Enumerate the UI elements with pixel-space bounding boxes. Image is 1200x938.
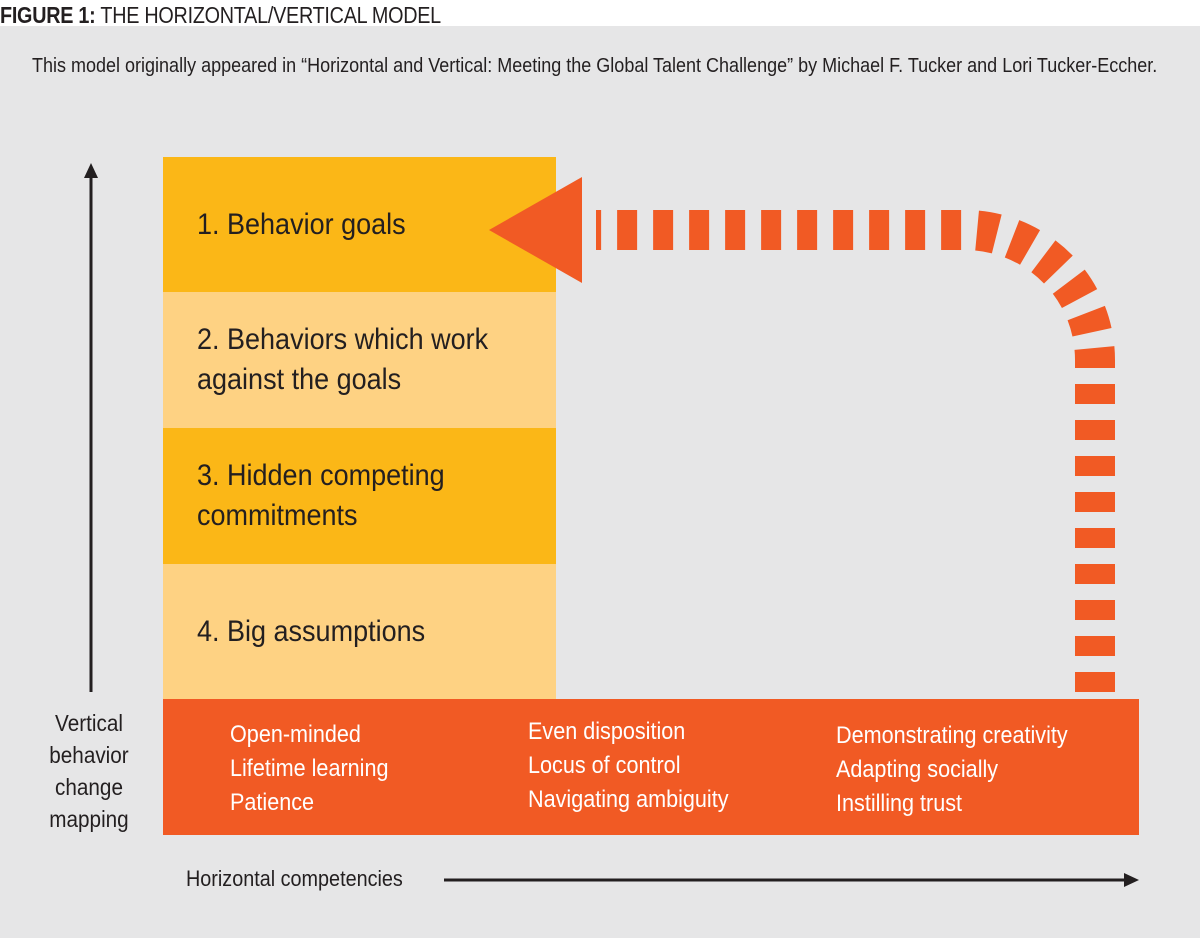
competencies-bar xyxy=(163,699,1139,835)
figure-title-text: THE HORIZONTAL/VERTICAL MODEL xyxy=(100,2,441,28)
figure-label: FIGURE 1: xyxy=(0,2,96,28)
feedback-loop-arrow xyxy=(489,177,1115,692)
competency-column-1: Open-minded Lifetime learning Patience xyxy=(230,718,388,820)
level-big-assumptions: 4. Big assumptions xyxy=(163,564,556,700)
competency-column-3: Demonstrating creativity Adapting social… xyxy=(836,719,1068,821)
horizontal-axis-arrow xyxy=(444,873,1139,887)
vertical-axis-arrow xyxy=(84,163,98,692)
competency-item: Adapting socially xyxy=(836,756,999,783)
competency-item: Navigating ambiguity xyxy=(528,786,729,813)
level-3-text: 3. Hidden competing commitments xyxy=(197,459,445,532)
level-4-text: 4. Big assumptions xyxy=(197,615,426,648)
vertical-label-line: change xyxy=(55,774,123,800)
vertical-label-line: behavior xyxy=(49,742,129,768)
competency-item: Patience xyxy=(230,789,315,816)
competency-item: Even disposition xyxy=(528,718,686,745)
level-2-text: 2. Behaviors which work against the goal… xyxy=(197,323,489,396)
level-hidden-commitments: 3. Hidden competing commitments xyxy=(163,428,556,564)
vertical-label-line: mapping xyxy=(49,806,129,832)
level-1-text: 1. Behavior goals xyxy=(197,208,406,241)
competency-item: Demonstrating creativity xyxy=(836,722,1068,749)
level-behavior-goals: 1. Behavior goals xyxy=(163,157,556,293)
competency-item: Locus of control xyxy=(528,752,681,779)
competency-column-2: Even disposition Locus of control Naviga… xyxy=(528,715,729,817)
competency-item: Open-minded xyxy=(230,721,361,748)
arrowhead xyxy=(489,177,582,283)
competency-item: Lifetime learning xyxy=(230,755,389,782)
figure-title: FIGURE 1: THE HORIZONTAL/VERTICAL MODEL xyxy=(0,2,441,28)
horizontal-axis-label: Horizontal competencies xyxy=(186,866,403,891)
level-behaviors-against-goals: 2. Behaviors which work against the goal… xyxy=(163,292,556,428)
figure-caption: This model originally appeared in “Horiz… xyxy=(32,55,1158,77)
vertical-label-line: Vertical xyxy=(55,710,123,736)
vertical-axis-label: Vertical behavior change mapping xyxy=(49,707,130,835)
competency-item: Instilling trust xyxy=(836,790,963,817)
